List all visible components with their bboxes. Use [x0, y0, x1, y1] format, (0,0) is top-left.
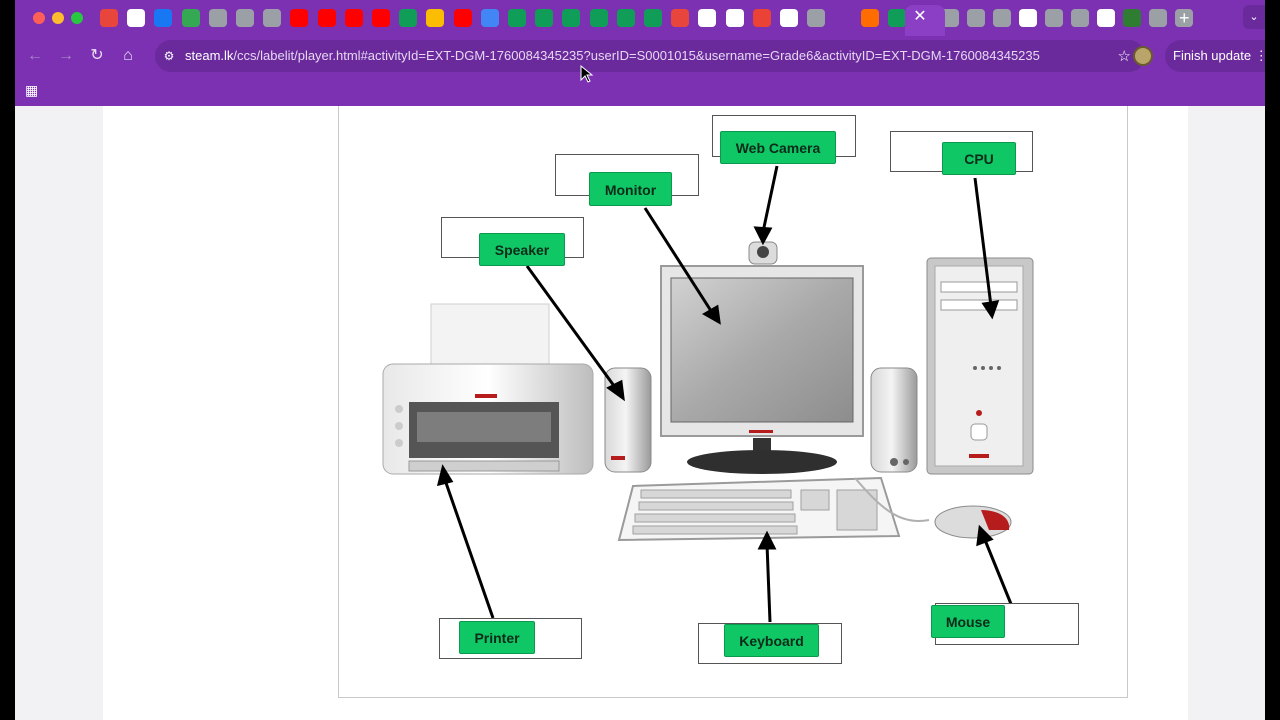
mouse-image	[854, 477, 1012, 539]
sheets-icon[interactable]	[399, 9, 418, 27]
google-icon[interactable]	[1097, 9, 1115, 27]
forward-arrow-icon[interactable]: →	[58, 47, 74, 64]
sheets-icon[interactable]	[535, 9, 554, 27]
globe-icon[interactable]	[236, 9, 254, 27]
record-icon[interactable]	[752, 9, 771, 27]
avatar[interactable]	[1133, 46, 1153, 66]
globe-icon[interactable]	[807, 9, 826, 27]
finish-update-button[interactable]: Finish update ⋮	[1165, 40, 1265, 72]
google-icon[interactable]	[1019, 9, 1037, 27]
sheets-icon[interactable]	[562, 9, 581, 27]
finish-update-label: Finish update	[1173, 48, 1252, 63]
monitor-image	[660, 241, 864, 474]
sheets-icon[interactable]	[644, 9, 662, 27]
active-tab[interactable]	[905, 5, 945, 36]
label-keyboard[interactable]: Keyboard	[724, 624, 819, 657]
sheets-icon[interactable]	[616, 9, 635, 27]
apps-grid-icon[interactable]: ▦	[25, 82, 39, 98]
youtube-icon[interactable]	[372, 9, 390, 27]
tab-strip: ✕ + ⌄	[15, 0, 1265, 36]
cpu-image	[926, 257, 1034, 475]
url-path: /ccs/labelit/player.html#activityId=EXT-…	[233, 48, 1040, 63]
globe-icon[interactable]	[263, 9, 282, 27]
google-icon[interactable]	[127, 9, 146, 27]
label-mouse[interactable]: Mouse	[931, 605, 1005, 638]
sheets-icon[interactable]	[508, 9, 526, 27]
more-menu-icon[interactable]: ⋮	[1254, 48, 1265, 63]
maximize-window-icon[interactable]	[71, 12, 83, 24]
docs-icon[interactable]	[780, 9, 798, 27]
star-icon[interactable]: ☆	[1117, 48, 1131, 65]
wand-icon[interactable]	[993, 9, 1011, 27]
label-arrows	[436, 165, 1013, 623]
font-icon[interactable]	[1175, 9, 1193, 27]
globe-icon[interactable]	[208, 9, 227, 27]
sheets-icon[interactable]	[888, 9, 907, 27]
home-icon[interactable]: ⌂	[123, 47, 133, 64]
youtube-icon[interactable]	[344, 9, 363, 27]
youtube-icon[interactable]	[317, 9, 336, 27]
youtube-icon[interactable]	[290, 9, 309, 27]
url-host: steam.lk	[185, 48, 234, 63]
globe-icon[interactable]	[1149, 9, 1167, 27]
google-icon[interactable]	[698, 9, 717, 27]
app-icon[interactable]	[861, 9, 880, 27]
computer-diagram	[382, 165, 1034, 623]
label-printer[interactable]: Printer	[459, 621, 535, 654]
tasks-icon[interactable]	[480, 9, 499, 27]
plus-icon[interactable]: +	[1179, 8, 1190, 28]
close-window-icon[interactable]	[33, 12, 45, 24]
label-speaker[interactable]: Speaker	[479, 233, 565, 266]
printer-image	[382, 303, 594, 475]
ads-icon[interactable]	[426, 9, 445, 27]
label-monitor[interactable]: Monitor	[589, 172, 672, 206]
google-icon[interactable]	[725, 9, 744, 27]
url-text[interactable]: steam.lk/ccs/labelit/player.html#activit…	[185, 48, 1040, 63]
facebook-icon[interactable]	[154, 9, 173, 27]
globe-icon[interactable]	[1071, 9, 1089, 27]
label-web-camera[interactable]: Web Camera	[720, 131, 836, 164]
reload-icon[interactable]: ↻	[90, 47, 104, 64]
browser-toolbar: ← → ↻ ⌂ ⚙ steam.lk/ccs/labelit/player.ht…	[15, 36, 1265, 76]
content-panel: Web Camera CPU Monitor Speaker Printer K…	[103, 106, 1188, 720]
youtube-icon[interactable]	[453, 9, 472, 27]
bookmarks-bar: ▦	[15, 76, 1265, 106]
app-icon[interactable]	[1123, 9, 1141, 27]
keyboard-image	[617, 476, 901, 542]
web-page: Web Camera CPU Monitor Speaker Printer K…	[15, 106, 1265, 720]
gmail-icon[interactable]	[100, 9, 118, 27]
browser-window: ✕ + ⌄ ← → ↻ ⌂ ⚙ steam.lk/ccs/labelit/pla…	[15, 0, 1265, 720]
tab-search-icon[interactable]: ⌄	[1243, 5, 1265, 29]
mouse-cursor-icon	[580, 65, 594, 83]
globe-icon[interactable]	[967, 9, 985, 27]
back-arrow-icon[interactable]: ←	[27, 47, 43, 64]
globe-icon[interactable]	[1045, 9, 1063, 27]
site-info-icon[interactable]: ⚙	[163, 49, 175, 63]
sheets-icon[interactable]	[589, 9, 608, 27]
chat-icon[interactable]	[181, 9, 200, 27]
minimize-window-icon[interactable]	[52, 12, 64, 24]
label-cpu[interactable]: CPU	[942, 142, 1016, 175]
labeling-canvas: Web Camera CPU Monitor Speaker Printer K…	[338, 106, 1128, 698]
address-bar[interactable]: ⚙ steam.lk/ccs/labelit/player.html#activ…	[155, 40, 1145, 72]
globe-icon[interactable]	[941, 9, 959, 27]
close-tab-icon[interactable]: ✕	[913, 8, 927, 25]
gmail-icon[interactable]	[671, 9, 690, 27]
